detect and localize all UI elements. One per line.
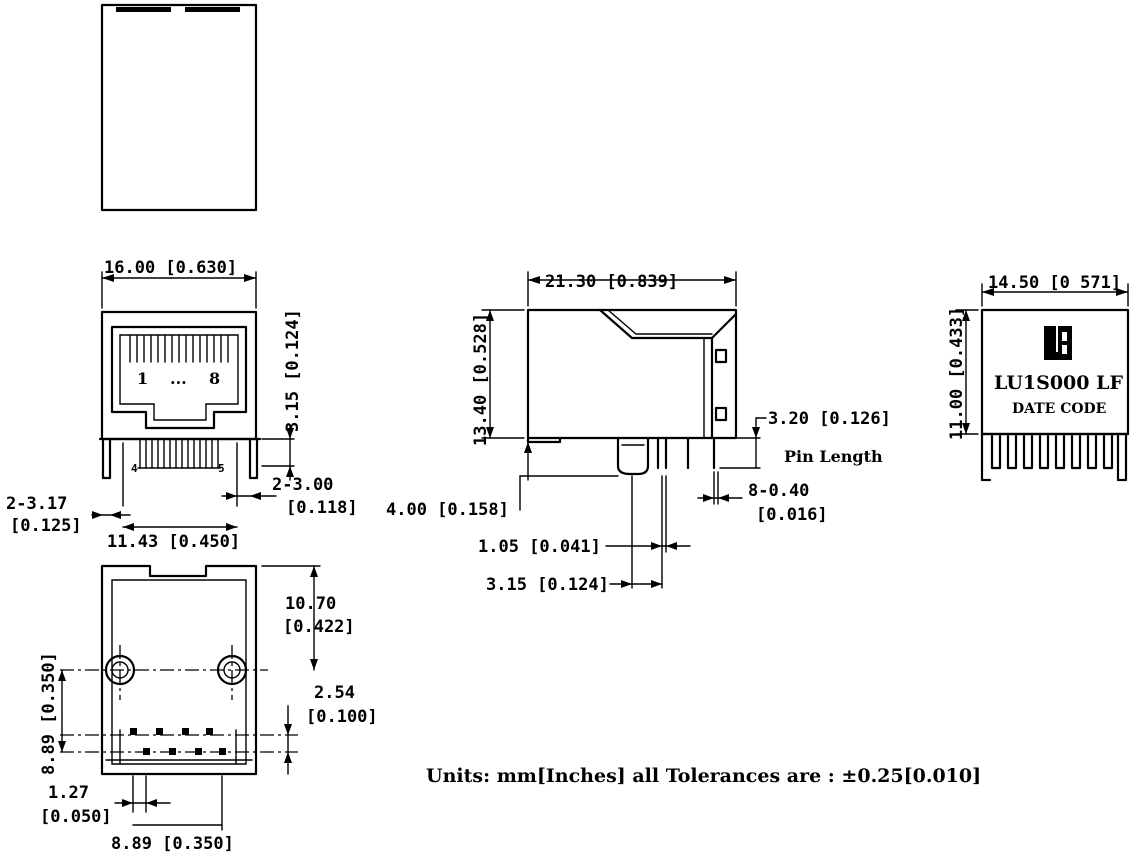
shield-tab-width-in: [0.118] xyxy=(286,498,358,518)
front-pins xyxy=(137,439,221,469)
shield-tab-thick-dim: 2-3.17 xyxy=(6,494,67,514)
top-view xyxy=(100,3,258,212)
pin-pitch-mm: 1.27 xyxy=(48,783,89,803)
pin-4-label: 4 xyxy=(131,462,138,475)
post-length-dim: 4.00 [0.158] xyxy=(386,500,509,520)
rear-height-dim: 11.00 [0.433] xyxy=(947,307,967,440)
contact-fingers xyxy=(129,335,229,363)
row-pitch-in: [0.100] xyxy=(306,707,378,727)
units-note: Units: mm[Inches] all Tolerances are : ±… xyxy=(426,765,981,787)
shield-tab-width-dim: 2-3.00 xyxy=(272,475,333,495)
manufacturer-logo xyxy=(1044,326,1072,360)
side-length-dim: 21.30 [0.839] xyxy=(545,272,678,292)
pin-length-label: Pin Length xyxy=(784,447,883,466)
row-pitch-mm: 2.54 xyxy=(314,683,355,703)
front-height-dim: 3.15 [0.124] xyxy=(283,309,303,432)
pin-8-label: 8 xyxy=(209,369,220,388)
date-code: DATE CODE xyxy=(1012,401,1106,417)
pin-dia-dim: 8-0.40 xyxy=(748,481,809,501)
post-offset-dim: 1.05 [0.041] xyxy=(478,537,601,557)
shield-tab-thick-in: [0.125] xyxy=(10,516,82,536)
bottom-pin-pads xyxy=(119,728,237,765)
depth-dim-in: [0.422] xyxy=(283,617,355,637)
front-view: 1 ... 8 4 5 16.00 [0.630] 3.15 [0.124] 2… xyxy=(6,258,358,552)
side-height-dim: 13.40 [0.528] xyxy=(471,313,491,446)
post-span-dim: 8.89 [0.350] xyxy=(39,652,59,775)
side-view: 21.30 [0.839] 13.40 [0.528] 3.20 [0.126]… xyxy=(386,271,891,595)
pin-pitch-in: [0.050] xyxy=(40,807,112,827)
rear-width-dim: 14.50 [0 571] xyxy=(988,273,1121,293)
pin-1-label: 1 xyxy=(137,369,148,388)
pin-row-dim: 8.89 [0.350] xyxy=(111,834,234,854)
rear-pins xyxy=(990,434,1128,482)
bottom-view: 10.70 [0.422] 8.89 [0.350] 2.54 [0.100] … xyxy=(39,564,378,854)
pin-5-label: 5 xyxy=(218,462,225,475)
depth-dim-mm: 10.70 xyxy=(285,594,336,614)
pin-length-dim: 3.20 [0.126] xyxy=(768,409,891,429)
post-dia-dim: 3.15 [0.124] xyxy=(486,575,609,595)
front-width-dim: 16.00 [0.630] xyxy=(104,258,237,278)
shield-span-dim: 11.43 [0.450] xyxy=(107,532,240,552)
pin-dots-label: ... xyxy=(170,369,187,388)
pin-dia-in: [0.016] xyxy=(756,505,828,525)
part-number: LU1S000 LF xyxy=(994,372,1123,394)
rear-view: LU1S000 LF DATE CODE 14.50 [0 571] 11.00… xyxy=(947,273,1130,482)
